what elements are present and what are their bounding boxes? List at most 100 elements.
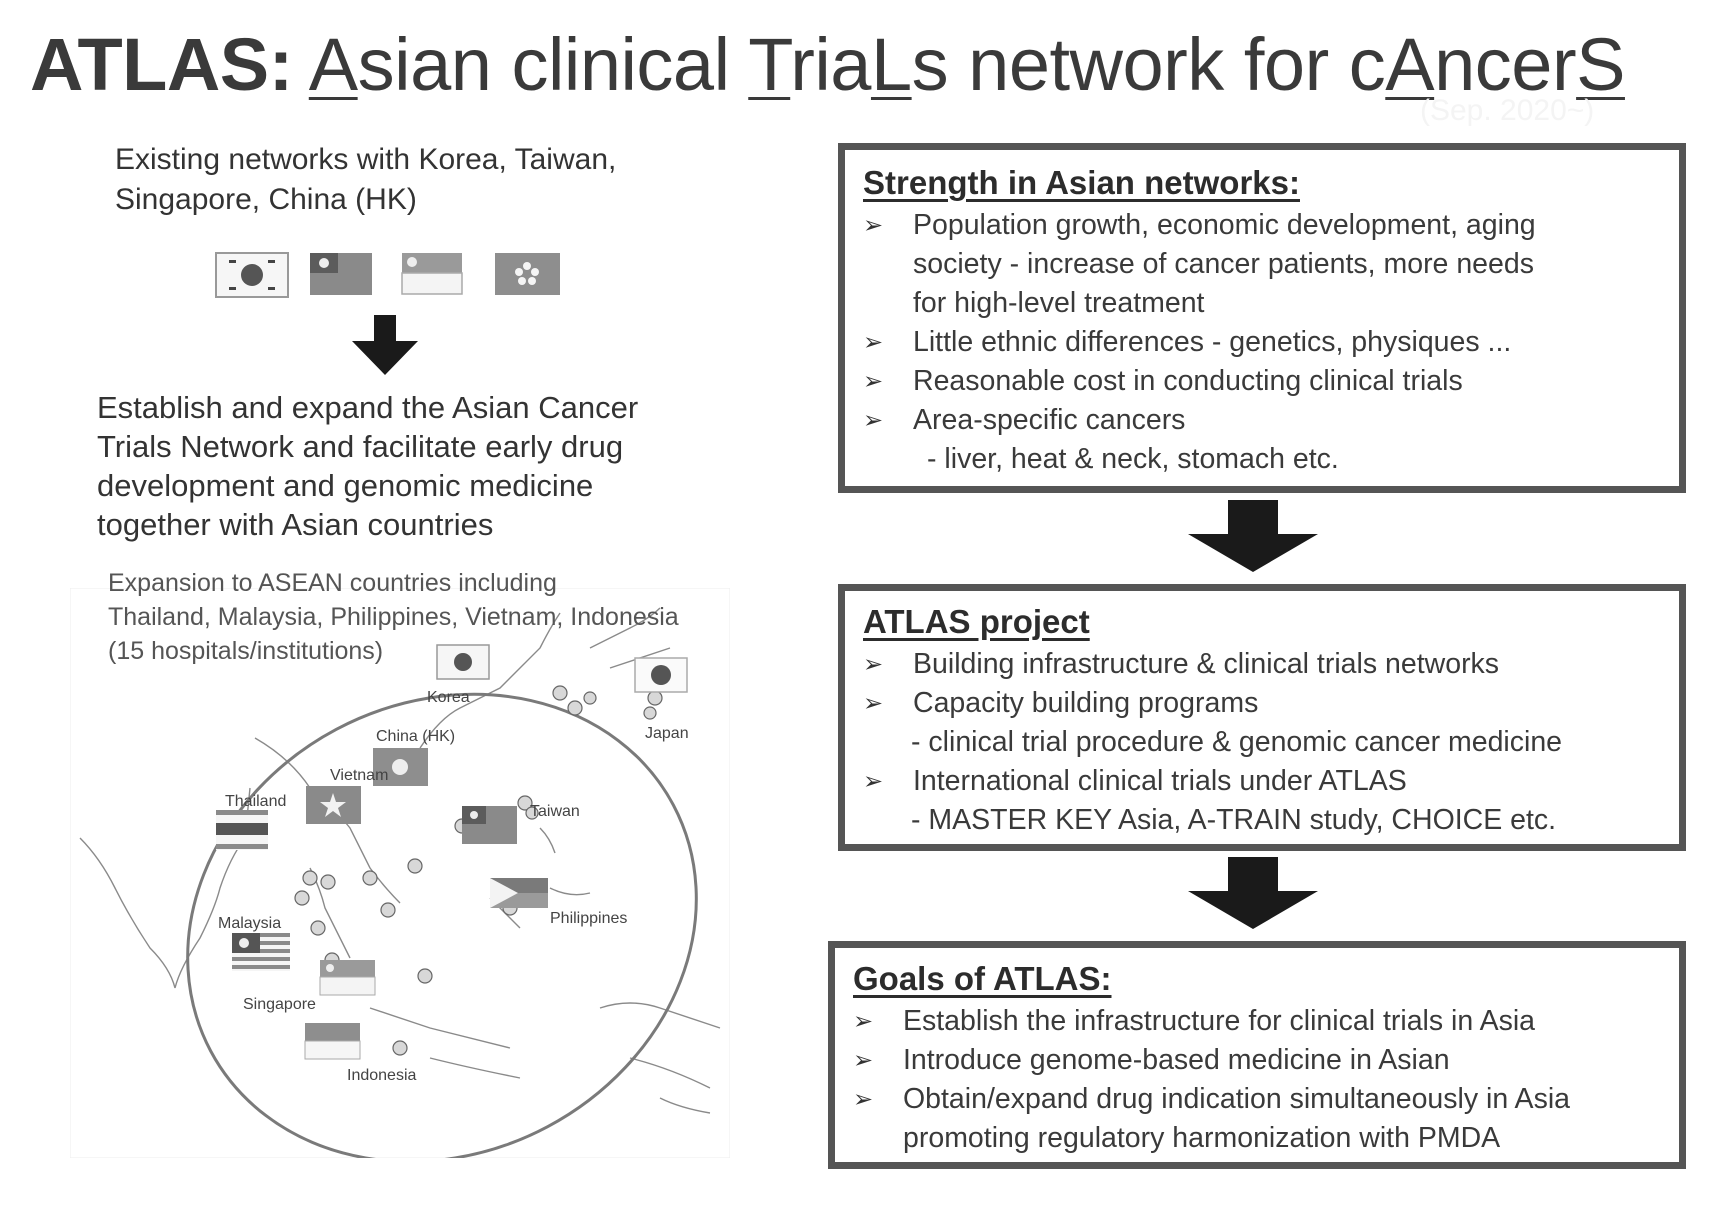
item-text: Little ethnic differences - genetics, ph… xyxy=(913,326,1512,358)
singapore-flag-icon xyxy=(401,253,463,295)
item-text: Introduce genome-based medicine in Asian xyxy=(903,1044,1450,1076)
thailand-flag-icon xyxy=(216,810,268,850)
list-item: ➢ Obtain/expand drug indication simultan… xyxy=(853,1080,1661,1158)
taiwan-flag-icon xyxy=(310,253,372,295)
item-text: Establish the infrastructure for clinica… xyxy=(903,1005,1536,1037)
japan-flag-icon xyxy=(634,657,688,693)
title-seg: s network for c xyxy=(911,23,1386,106)
taiwan-flag-icon xyxy=(462,806,517,844)
map-label-japan: Japan xyxy=(645,725,689,742)
item-text: Building infrastructure & clinical trial… xyxy=(913,648,1500,680)
expand-network-text: Establish and expand the Asian Cancer Tr… xyxy=(97,388,638,544)
title-seg: A xyxy=(1385,23,1435,106)
title-seg: L xyxy=(870,23,912,106)
project-list: ➢ Building infrastructure & clinical tri… xyxy=(863,645,1661,840)
item-text: promoting regulatory harmonization with … xyxy=(903,1122,1501,1154)
asean-ellipse xyxy=(186,692,698,1158)
title-expansion: Asian clinical TriaLs network for cAncer… xyxy=(309,23,1626,106)
strength-box: Strength in Asian networks: ➢ Population… xyxy=(838,143,1686,493)
hong-kong-flag-icon xyxy=(373,748,428,786)
item-text: Population growth, economic development,… xyxy=(913,209,1536,241)
list-item: ➢ Building infrastructure & clinical tri… xyxy=(863,645,1661,684)
item-text: for high-level treatment xyxy=(913,287,1205,319)
map-label-singapore: Singapore xyxy=(243,996,316,1013)
arrow-bullet-icon: ➢ xyxy=(863,407,884,434)
atlas-project-box: ATLAS project ➢ Building infrastructure … xyxy=(838,584,1686,851)
down-arrow-icon xyxy=(1188,857,1318,929)
arrow-bullet-icon: ➢ xyxy=(863,690,884,717)
map-label-china-hk: China (HK) xyxy=(376,728,455,745)
item-text: Area-specific cancers xyxy=(913,404,1186,436)
item-text: society - increase of cancer patients, m… xyxy=(913,248,1534,280)
text-line: Expansion to ASEAN countries including xyxy=(108,569,557,597)
item-subtext: - liver, heat & neck, stomach etc. xyxy=(927,443,1339,475)
strength-list: ➢ Population growth, economic developmen… xyxy=(863,206,1661,479)
korea-flag-icon xyxy=(215,252,289,298)
philippines-flag-icon xyxy=(490,878,548,908)
text-line: together with Asian countries xyxy=(97,507,494,542)
title-acronym: ATLAS: xyxy=(30,23,293,106)
arrow-bullet-icon: ➢ xyxy=(863,329,884,356)
list-item: ➢ Area-specific cancers - liver, heat & … xyxy=(863,401,1661,479)
list-item: ➢ International clinical trials under AT… xyxy=(863,762,1661,840)
down-arrow-icon xyxy=(352,315,418,375)
malaysia-flag-icon xyxy=(232,933,290,971)
map-caption: Expansion to ASEAN countries including T… xyxy=(108,566,679,668)
indonesia-flag-icon xyxy=(304,1023,361,1060)
list-item: ➢ Introduce genome-based medicine in Asi… xyxy=(853,1041,1661,1080)
title-seg: ria xyxy=(790,23,871,106)
item-text: Capacity building programs xyxy=(913,687,1259,719)
item-subtext: - clinical trial procedure & genomic can… xyxy=(911,726,1563,758)
map-label-philippines: Philippines xyxy=(550,910,627,927)
item-subtext: - MASTER KEY Asia, A-TRAIN study, CHOICE… xyxy=(911,804,1557,836)
map-label-indonesia: Indonesia xyxy=(347,1067,416,1084)
item-text: International clinical trials under ATLA… xyxy=(913,765,1407,797)
arrow-bullet-icon: ➢ xyxy=(863,212,884,239)
text-line: Existing networks with Korea, Taiwan, xyxy=(115,143,617,176)
text-line: (15 hospitals/institutions) xyxy=(108,637,384,665)
arrow-bullet-icon: ➢ xyxy=(863,651,884,678)
text-line: Singapore, China (HK) xyxy=(115,183,417,216)
text-line: development and genomic medicine xyxy=(97,468,594,503)
date-note: (Sep. 2020~) xyxy=(1420,94,1595,127)
goals-heading: Goals of ATLAS: xyxy=(853,960,1112,997)
title-seg: sian clinical xyxy=(357,23,749,106)
map-label-korea: Korea xyxy=(427,689,470,706)
map-flags xyxy=(216,644,688,1060)
arrow-bullet-icon: ➢ xyxy=(853,1008,874,1035)
asia-map: Korea Japan China (HK) Taiwan Vietnam Th… xyxy=(70,588,730,1158)
item-text: Reasonable cost in conducting clinical t… xyxy=(913,365,1463,397)
hong-kong-flag-icon xyxy=(495,253,560,295)
title-seg: S xyxy=(1576,23,1625,106)
title-seg: T xyxy=(748,23,791,106)
text-line: Thailand, Malaysia, Philippines, Vietnam… xyxy=(108,603,679,631)
singapore-flag-icon xyxy=(319,960,376,996)
map-label-malaysia: Malaysia xyxy=(218,915,281,932)
text-line: Trials Network and facilitate early drug xyxy=(97,429,624,464)
map-labels: Korea Japan China (HK) Taiwan Vietnam Th… xyxy=(218,689,689,1084)
arrow-bullet-icon: ➢ xyxy=(853,1047,874,1074)
down-arrow-icon xyxy=(1188,500,1318,572)
map-label-vietnam: Vietnam xyxy=(330,767,388,784)
goals-list: ➢ Establish the infrastructure for clini… xyxy=(853,1002,1661,1158)
project-heading: ATLAS project xyxy=(863,603,1090,640)
existing-network-flags xyxy=(215,252,560,298)
vietnam-flag-icon xyxy=(306,786,361,824)
goals-box: Goals of ATLAS: ➢ Establish the infrastr… xyxy=(828,941,1686,1169)
list-item: ➢ Capacity building programs - clinical … xyxy=(863,684,1661,762)
item-text: Obtain/expand drug indication simultaneo… xyxy=(903,1083,1570,1115)
list-item: ➢ Population growth, economic developmen… xyxy=(863,206,1661,323)
strength-heading: Strength in Asian networks: xyxy=(863,164,1300,201)
arrow-bullet-icon: ➢ xyxy=(853,1086,874,1113)
page-title: ATLAS: Asian clinical TriaLs network for… xyxy=(30,20,1625,110)
text-line: Establish and expand the Asian Cancer xyxy=(97,390,639,425)
korea-flag-icon xyxy=(436,644,490,680)
title-seg: ncer xyxy=(1434,23,1577,106)
map-label-taiwan: Taiwan xyxy=(530,803,580,820)
existing-networks-text: Existing networks with Korea, Taiwan, Si… xyxy=(115,140,616,220)
list-item: ➢ Little ethnic differences - genetics, … xyxy=(863,323,1661,362)
arrow-bullet-icon: ➢ xyxy=(863,368,884,395)
map-label-thailand: Thailand xyxy=(225,793,286,810)
list-item: ➢ Establish the infrastructure for clini… xyxy=(853,1002,1661,1041)
list-item: ➢ Reasonable cost in conducting clinical… xyxy=(863,362,1661,401)
